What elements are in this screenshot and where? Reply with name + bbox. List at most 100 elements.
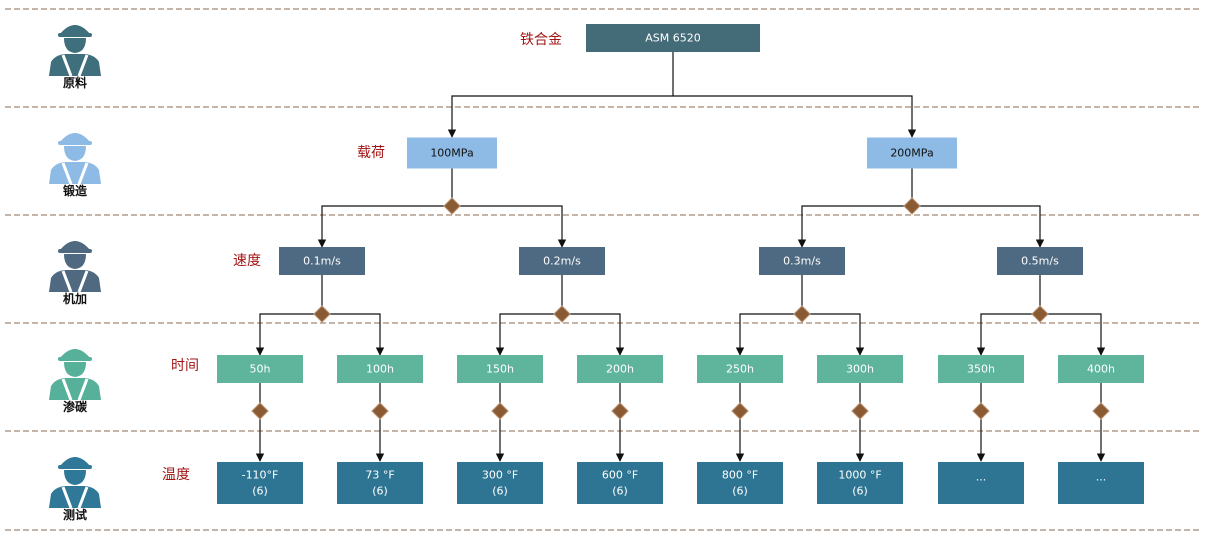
sample-count: (6) <box>492 485 508 498</box>
time-node <box>457 355 543 383</box>
time-node-label: 150h <box>486 363 514 376</box>
connector-line <box>322 313 385 356</box>
time-node <box>337 355 423 383</box>
worker-icon: 机加 <box>49 241 101 306</box>
sample-count: (6) <box>252 485 268 498</box>
worker-icon: 测试 <box>49 457 101 522</box>
stage-label: 机加 <box>63 291 87 306</box>
time-node <box>697 355 783 383</box>
branch-diamond <box>851 402 869 420</box>
parameter-label: 时间 <box>171 358 199 374</box>
time-node <box>1058 355 1144 383</box>
branch-diamond <box>313 305 331 323</box>
branch-diamond <box>1031 305 1049 323</box>
time-node-label: 350h <box>967 363 995 376</box>
time-node-label: 300h <box>846 363 874 376</box>
stage-label: 原料 <box>63 75 87 90</box>
speed-node-label: 0.3m/s <box>783 255 821 268</box>
temperature-node <box>577 462 663 504</box>
branch-diamond <box>972 402 990 420</box>
connector-line <box>802 313 865 356</box>
temperature-value: 600 °F <box>602 469 638 482</box>
stage-dividers <box>5 8 1200 531</box>
temperature-node <box>697 462 783 504</box>
load-node <box>407 137 497 169</box>
branch-diamond <box>611 402 629 420</box>
branch-diamond <box>731 402 749 420</box>
connector-line <box>495 313 562 356</box>
load-node-label: 200MPa <box>890 147 933 160</box>
temperature-node <box>457 462 543 504</box>
connector-line <box>912 205 1045 248</box>
speed-node-label: 0.2m/s <box>543 255 581 268</box>
sample-count: (6) <box>372 485 388 498</box>
branch-diamond <box>491 402 509 420</box>
parameter-label: 温度 <box>162 467 190 483</box>
branch-diamond <box>371 402 389 420</box>
connector-line <box>1040 313 1106 356</box>
speed-node <box>759 247 845 275</box>
time-node-label: 250h <box>726 363 754 376</box>
sample-count: (6) <box>612 485 628 498</box>
temperature-value: 800 °F <box>722 469 758 482</box>
material-node <box>586 24 760 52</box>
branch-diamond <box>1092 402 1110 420</box>
temperature-value: 300 °F <box>482 469 518 482</box>
connector-line <box>255 313 322 356</box>
speed-node-label: 0.1m/s <box>303 255 341 268</box>
temperature-node <box>337 462 423 504</box>
connector-line <box>976 313 1040 356</box>
stage-label: 测试 <box>63 507 87 522</box>
temperature-value: ... <box>1096 471 1107 484</box>
stage-label: 锻造 <box>63 183 88 198</box>
time-node-label: 200h <box>606 363 634 376</box>
connector-line <box>452 205 567 248</box>
temperature-node <box>1058 462 1144 504</box>
speed-node-label: 0.5m/s <box>1021 255 1059 268</box>
parameter-label: 铁合金 <box>520 32 562 48</box>
time-node-label: 50h <box>250 363 271 376</box>
temperature-node <box>938 462 1024 504</box>
time-node <box>217 355 303 383</box>
connector-line <box>562 313 625 356</box>
connectors <box>255 52 1106 462</box>
temperature-value: 1000 °F <box>838 469 881 482</box>
load-node-label: 100MPa <box>430 147 473 160</box>
time-node-label: 400h <box>1087 363 1115 376</box>
speed-node <box>279 247 365 275</box>
parameter-label: 速度 <box>233 253 261 269</box>
time-node-label: 100h <box>366 363 394 376</box>
branch-diamond <box>553 305 571 323</box>
time-node <box>938 355 1024 383</box>
speed-node <box>997 247 1083 275</box>
temperature-node <box>817 462 903 504</box>
temperature-value: 73 °F <box>365 469 394 482</box>
branch-diamond <box>903 197 921 215</box>
connector-line <box>797 205 912 248</box>
stage-label: 渗碳 <box>63 399 88 414</box>
branch-diamond <box>443 197 461 215</box>
load-node <box>867 137 957 169</box>
connector-line <box>317 205 452 248</box>
temperature-node <box>217 462 303 504</box>
sample-count: (6) <box>852 485 868 498</box>
branch-diamond <box>793 305 811 323</box>
branch-diamond <box>251 402 269 420</box>
material-node-label: ASM 6520 <box>645 32 701 45</box>
worker-icon: 锻造 <box>49 133 101 198</box>
parameter-label: 载荷 <box>357 145 385 161</box>
worker-icon: 原料 <box>49 25 101 90</box>
connector-line <box>735 313 802 356</box>
connector-line <box>447 52 674 138</box>
time-node <box>817 355 903 383</box>
connector-line <box>673 95 917 138</box>
worker-icon: 渗碳 <box>49 349 101 414</box>
speed-node <box>519 247 605 275</box>
time-node <box>577 355 663 383</box>
temperature-value: -110°F <box>242 469 279 482</box>
sample-count: (6) <box>732 485 748 498</box>
nodes: ASM 6520 100MPa 0.1m/s 50h -110°F (6) 100h 73 °… <box>217 24 1144 504</box>
